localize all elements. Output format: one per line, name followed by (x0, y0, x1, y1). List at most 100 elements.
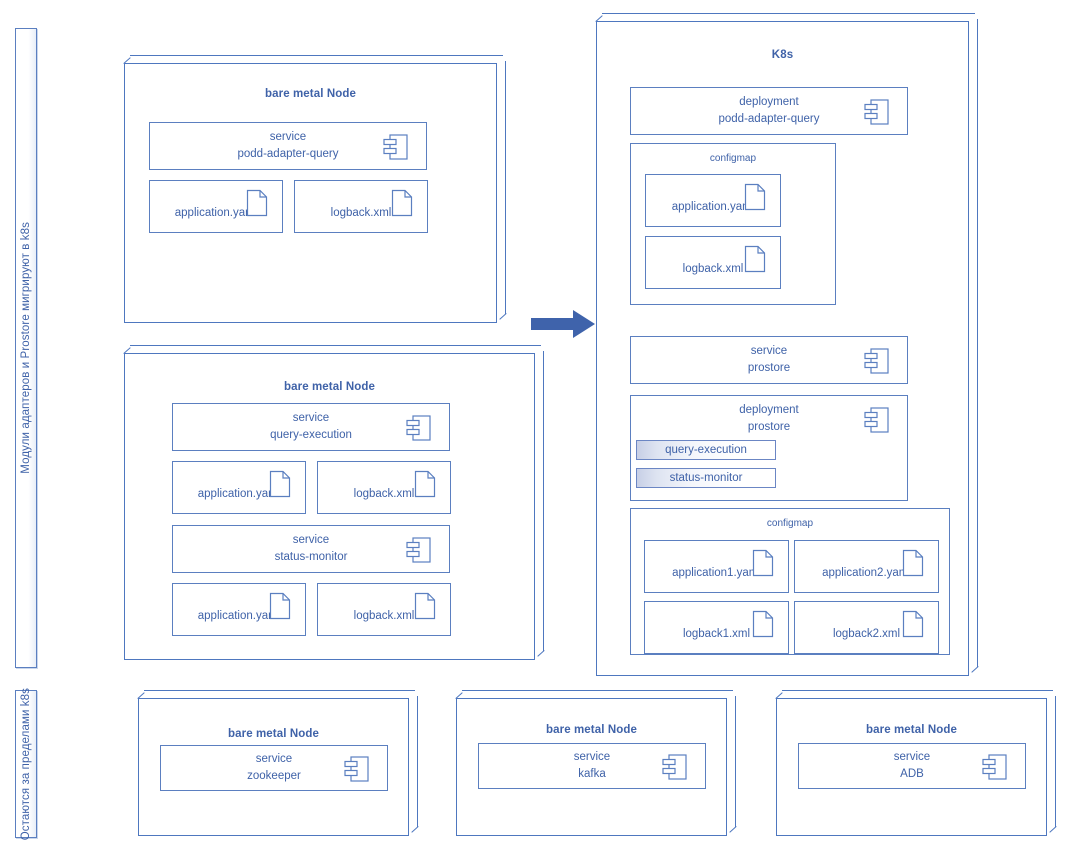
file-box-application1-yaml[interactable]: application1.yaml (644, 540, 789, 593)
node-top-face (124, 345, 544, 354)
file-name-label: application2.yaml (822, 567, 911, 579)
service-zookeeper[interactable]: service zookeeper (160, 745, 388, 791)
node-title: bare metal Node (228, 728, 319, 740)
service-name-label: query-execution (270, 429, 352, 441)
file-box-application-yaml[interactable]: application.yaml (149, 180, 283, 233)
service-kind-label: service (893, 751, 931, 763)
file-name-label: application.yaml (197, 610, 281, 622)
service-status-monitor[interactable]: service status-monitor (172, 525, 450, 573)
file-box-logback-xml[interactable]: logback.xml (645, 236, 781, 289)
file-box-logback1-xml[interactable]: logback1.xml (644, 601, 789, 654)
service-name-label: podd-adapter-query (237, 148, 339, 160)
node-side-face (408, 690, 418, 827)
deployment-prostore[interactable]: deployment prostore query-execution stat… (630, 395, 908, 501)
node-top-face (138, 690, 418, 699)
service-name-label: ADB (900, 768, 924, 780)
k8s-title: K8s (771, 49, 794, 61)
file-box-application-yaml[interactable]: application.yaml (645, 174, 781, 227)
service-kind-label: service (292, 412, 330, 424)
component-icon (864, 98, 890, 126)
file-name-label: logback.xml (330, 207, 392, 219)
document-icon (902, 610, 924, 638)
document-icon (391, 189, 413, 217)
component-icon (662, 753, 688, 781)
k8s-container[interactable]: K8s deployment podd-adapter-query config… (596, 13, 978, 676)
document-icon (414, 470, 436, 498)
service-name-label: zookeeper (247, 770, 301, 782)
deployment-name-label: podd-adapter-query (718, 113, 820, 125)
component-icon (406, 414, 432, 442)
service-prostore[interactable]: service prostore (630, 336, 908, 384)
file-name-label: logback.xml (353, 610, 415, 622)
file-box-application-yaml[interactable]: application.yaml (172, 461, 306, 514)
bare-metal-node-podd-adapter-query[interactable]: bare metal Node service podd-adapter-que… (124, 55, 506, 323)
service-kind-label: service (269, 131, 307, 143)
side-label-outside-text: Остаются за пределами k8s (20, 687, 32, 841)
file-box-logback-xml[interactable]: logback.xml (294, 180, 428, 233)
node-title: bare metal Node (866, 724, 957, 736)
bare-metal-node-kafka[interactable]: bare metal Node service kafka (456, 690, 736, 836)
document-icon (752, 549, 774, 577)
k8s-side-face (968, 13, 978, 667)
file-name-label: logback.xml (682, 263, 744, 275)
node-side-face (726, 690, 736, 827)
service-name-label: kafka (578, 768, 606, 780)
file-box-logback2-xml[interactable]: logback2.xml (794, 601, 939, 654)
service-kind-label: service (750, 345, 788, 357)
document-icon (752, 610, 774, 638)
document-icon (269, 470, 291, 498)
document-icon (246, 189, 268, 217)
node-top-face (124, 55, 506, 64)
node-title: bare metal Node (284, 381, 375, 393)
pod-status-monitor[interactable]: status-monitor (636, 468, 776, 488)
side-label-outside-k8s: Остаются за пределами k8s (15, 687, 37, 841)
pod-label: status-monitor (669, 472, 743, 484)
node-top-face (456, 690, 736, 699)
side-label-migrate-text: Модули адаптеров и Prostore мигрируют в … (20, 222, 32, 474)
document-icon (902, 549, 924, 577)
deployment-podd-adapter-query[interactable]: deployment podd-adapter-query (630, 87, 908, 135)
service-adb[interactable]: service ADB (798, 743, 1026, 789)
configmap-title: configmap (766, 518, 814, 529)
pod-query-execution[interactable]: query-execution (636, 440, 776, 460)
component-icon (383, 133, 409, 161)
configmap-title: configmap (709, 153, 757, 164)
service-kind-label: service (573, 751, 611, 763)
node-side-face (496, 55, 506, 314)
service-name-label: prostore (747, 362, 791, 374)
bare-metal-node-zookeeper[interactable]: bare metal Node service zookeeper (138, 690, 418, 836)
deployment-name-label: prostore (747, 421, 791, 433)
file-box-application2-yaml[interactable]: application2.yaml (794, 540, 939, 593)
node-side-face (534, 345, 544, 651)
node-title: bare metal Node (546, 724, 637, 736)
service-kind-label: service (292, 534, 330, 546)
file-name-label: logback2.xml (832, 628, 901, 640)
service-kafka[interactable]: service kafka (478, 743, 706, 789)
file-box-logback-xml[interactable]: logback.xml (317, 461, 451, 514)
file-name-label: application.yaml (197, 488, 281, 500)
document-icon (744, 183, 766, 211)
service-kind-label: service (255, 753, 293, 765)
document-icon (414, 592, 436, 620)
k8s-top-face (596, 13, 978, 22)
deployment-kind-label: deployment (739, 96, 799, 108)
deployment-kind-label: deployment (739, 404, 799, 416)
configmap-2[interactable]: configmap application1.yaml application2… (630, 508, 950, 655)
side-label-migrate-to-k8s: Модули адаптеров и Prostore мигрируют в … (15, 28, 37, 668)
component-icon (344, 755, 370, 783)
file-box-application-yaml[interactable]: application.yaml (172, 583, 306, 636)
file-name-label: logback.xml (353, 488, 415, 500)
document-icon (744, 245, 766, 273)
node-side-face (1046, 690, 1056, 827)
component-icon (864, 347, 890, 375)
file-box-logback-xml[interactable]: logback.xml (317, 583, 451, 636)
node-top-face (776, 690, 1056, 699)
bare-metal-node-adb[interactable]: bare metal Node service ADB (776, 690, 1056, 836)
bare-metal-node-query-execution[interactable]: bare metal Node service query-execution … (124, 345, 544, 660)
file-name-label: logback1.xml (682, 628, 751, 640)
service-podd-adapter-query[interactable]: service podd-adapter-query (149, 122, 427, 170)
service-query-execution[interactable]: service query-execution (172, 403, 450, 451)
configmap-1[interactable]: configmap application.yaml logback.xml (630, 143, 836, 305)
node-title: bare metal Node (265, 88, 356, 100)
